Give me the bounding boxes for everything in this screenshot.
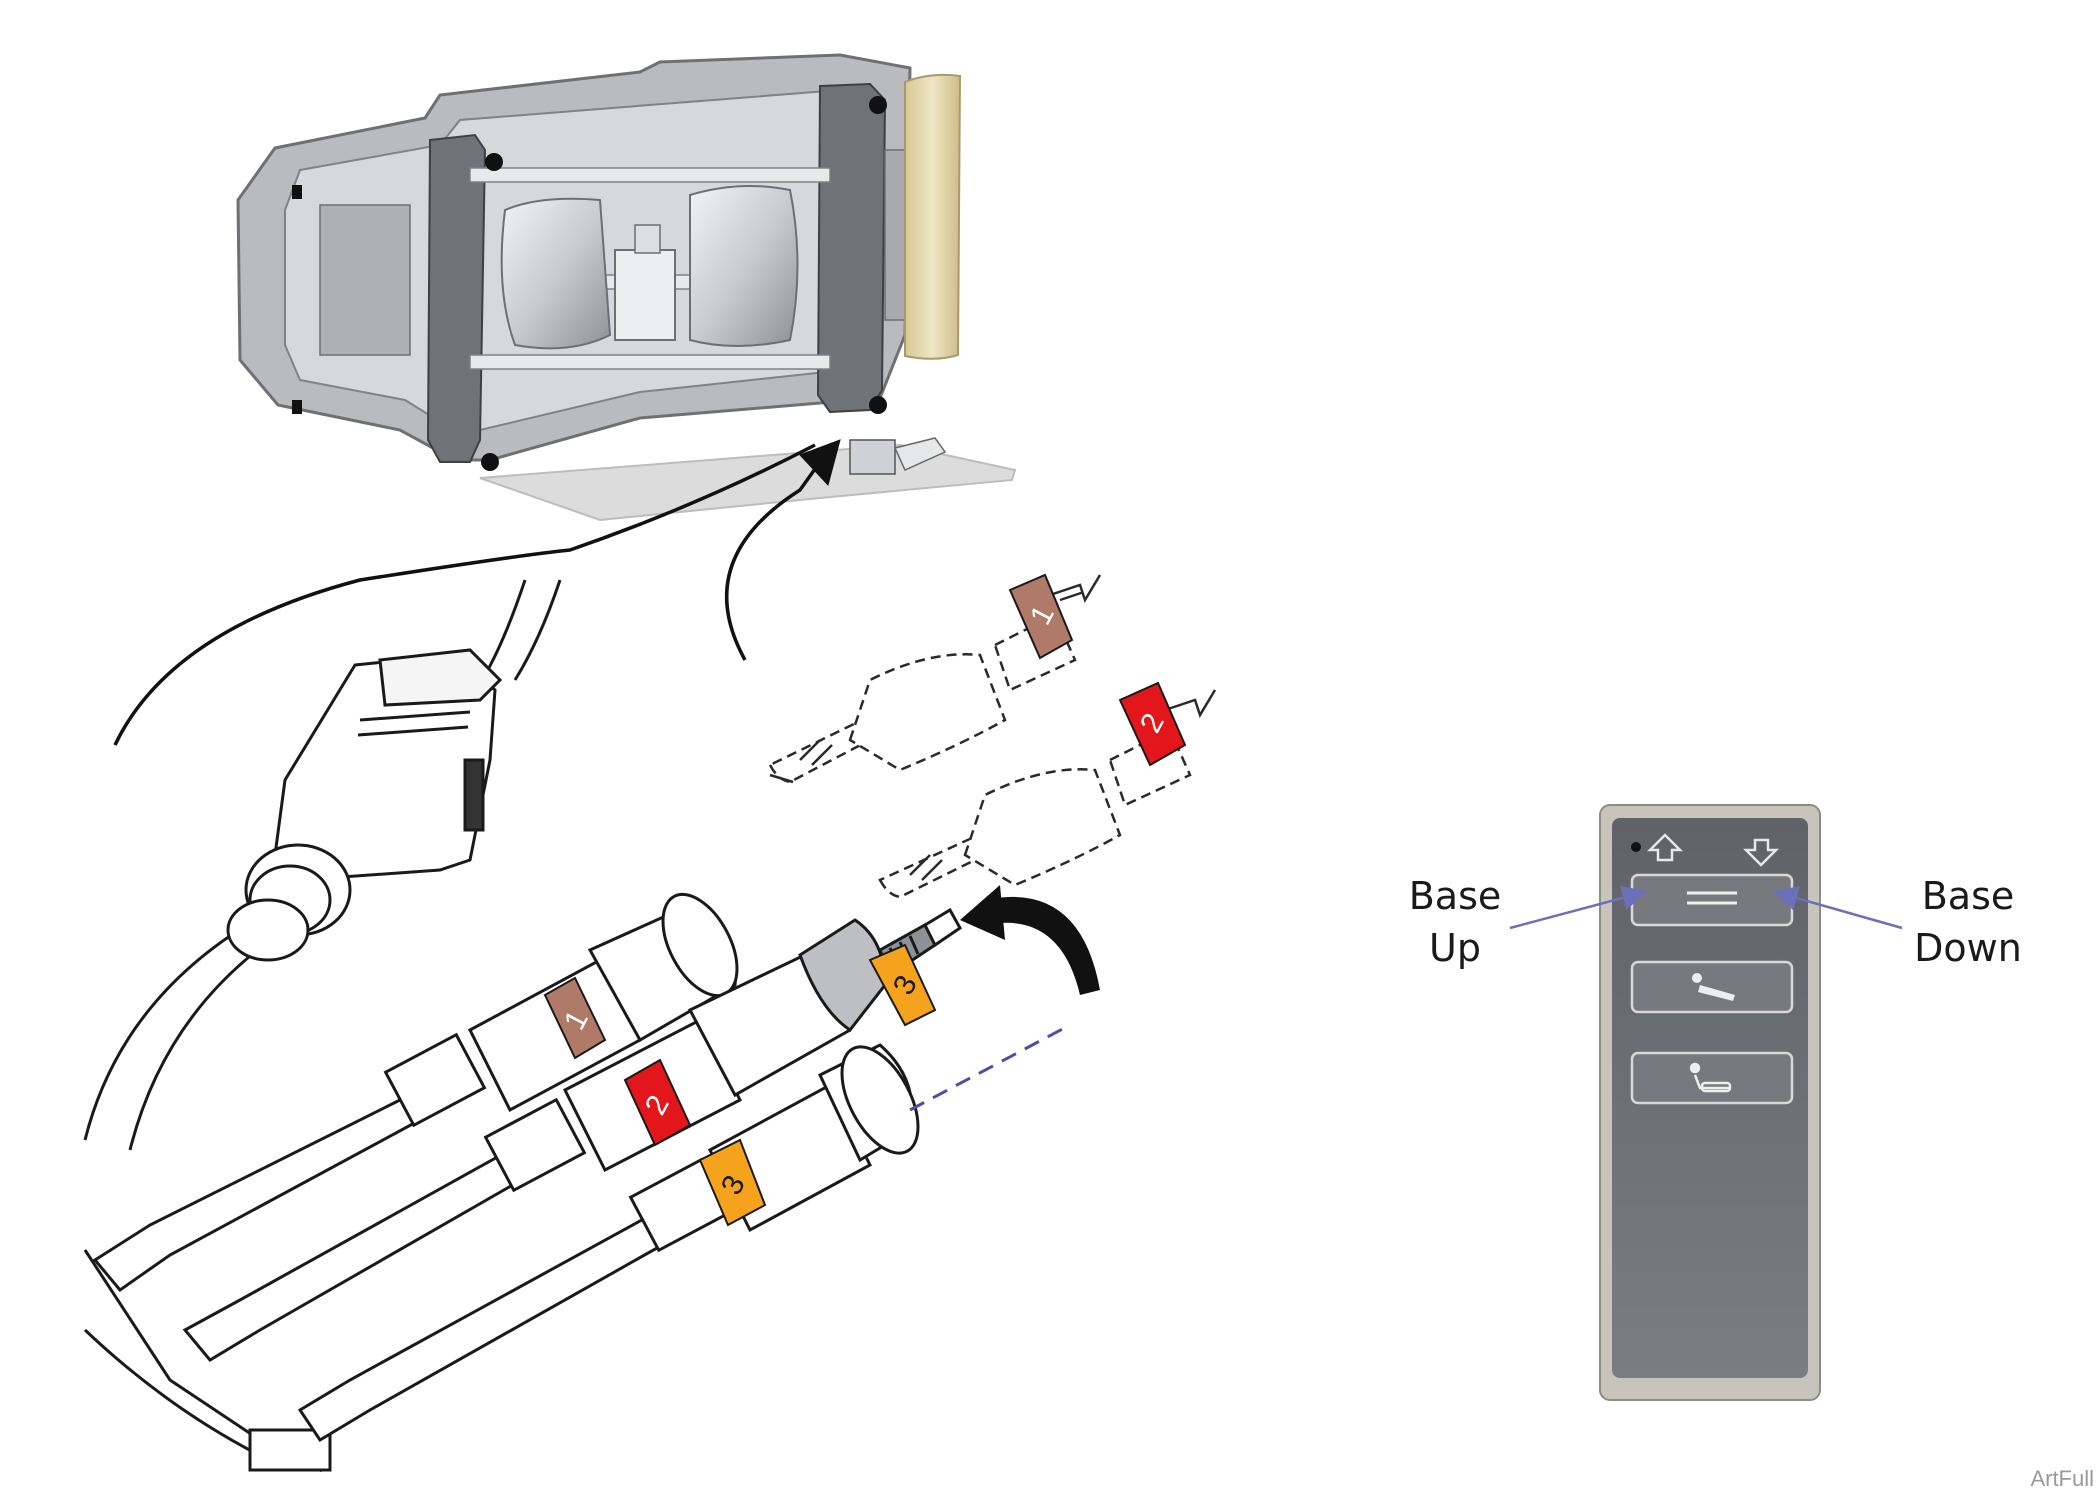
pointer-arrows <box>113 439 841 746</box>
band-1-ghost: 1 <box>1008 573 1074 660</box>
band-2-ghost: 2 <box>1118 681 1187 767</box>
connector-3-cable <box>297 1043 920 1443</box>
band-3-main: 3 <box>698 1138 767 1227</box>
base-left-end-frame <box>426 133 487 463</box>
base-yellow-cover <box>904 73 962 360</box>
callout-base-up: Base Up <box>1375 870 1535 974</box>
base-down-arrow <box>1772 886 1903 930</box>
callout-base-up-line2: Up <box>1429 926 1481 970</box>
band-3-ferrule: 3 <box>868 943 937 1027</box>
callout-base-up-line1: Base <box>1408 874 1502 918</box>
rotate-arrow-icon <box>960 885 1100 995</box>
base-motor-right <box>689 185 799 347</box>
arrow-up-icon <box>1646 833 1684 862</box>
arrow-down-icon <box>1742 838 1780 867</box>
upright-button[interactable] <box>1630 1051 1794 1105</box>
band-2-main: 2 <box>623 1058 692 1147</box>
band-1-main: 1 <box>543 976 607 1060</box>
pendant-indicator-dot <box>1631 842 1641 852</box>
recline-button[interactable] <box>1630 960 1794 1014</box>
recline-chair-icon <box>1692 973 1735 1001</box>
base-center-block <box>614 249 676 341</box>
connector-1-cable <box>92 892 739 1293</box>
callout-base-down-line1: Base <box>1921 874 2015 918</box>
art-code-label: ArtFull <box>2030 1466 2094 1491</box>
hand-pendant <box>1599 804 1821 1401</box>
callout-base-down-line2: Down <box>1914 926 2022 970</box>
base-up-arrow <box>1509 885 1648 930</box>
cable-harness <box>83 579 562 1473</box>
chair-base-frame <box>236 53 1017 522</box>
base-up-down-button[interactable] <box>1630 873 1794 927</box>
base-lines-icon <box>1687 891 1737 905</box>
connector-2-ferrule <box>798 918 887 1033</box>
upright-chair-icon <box>1689 1062 1732 1093</box>
base-motor-left <box>500 197 612 350</box>
ghost-plug-2 <box>878 689 1217 899</box>
callout-base-down: Base Down <box>1888 870 2048 974</box>
alignment-dashed-line <box>909 1023 1071 1112</box>
base-receptacle <box>849 439 896 475</box>
